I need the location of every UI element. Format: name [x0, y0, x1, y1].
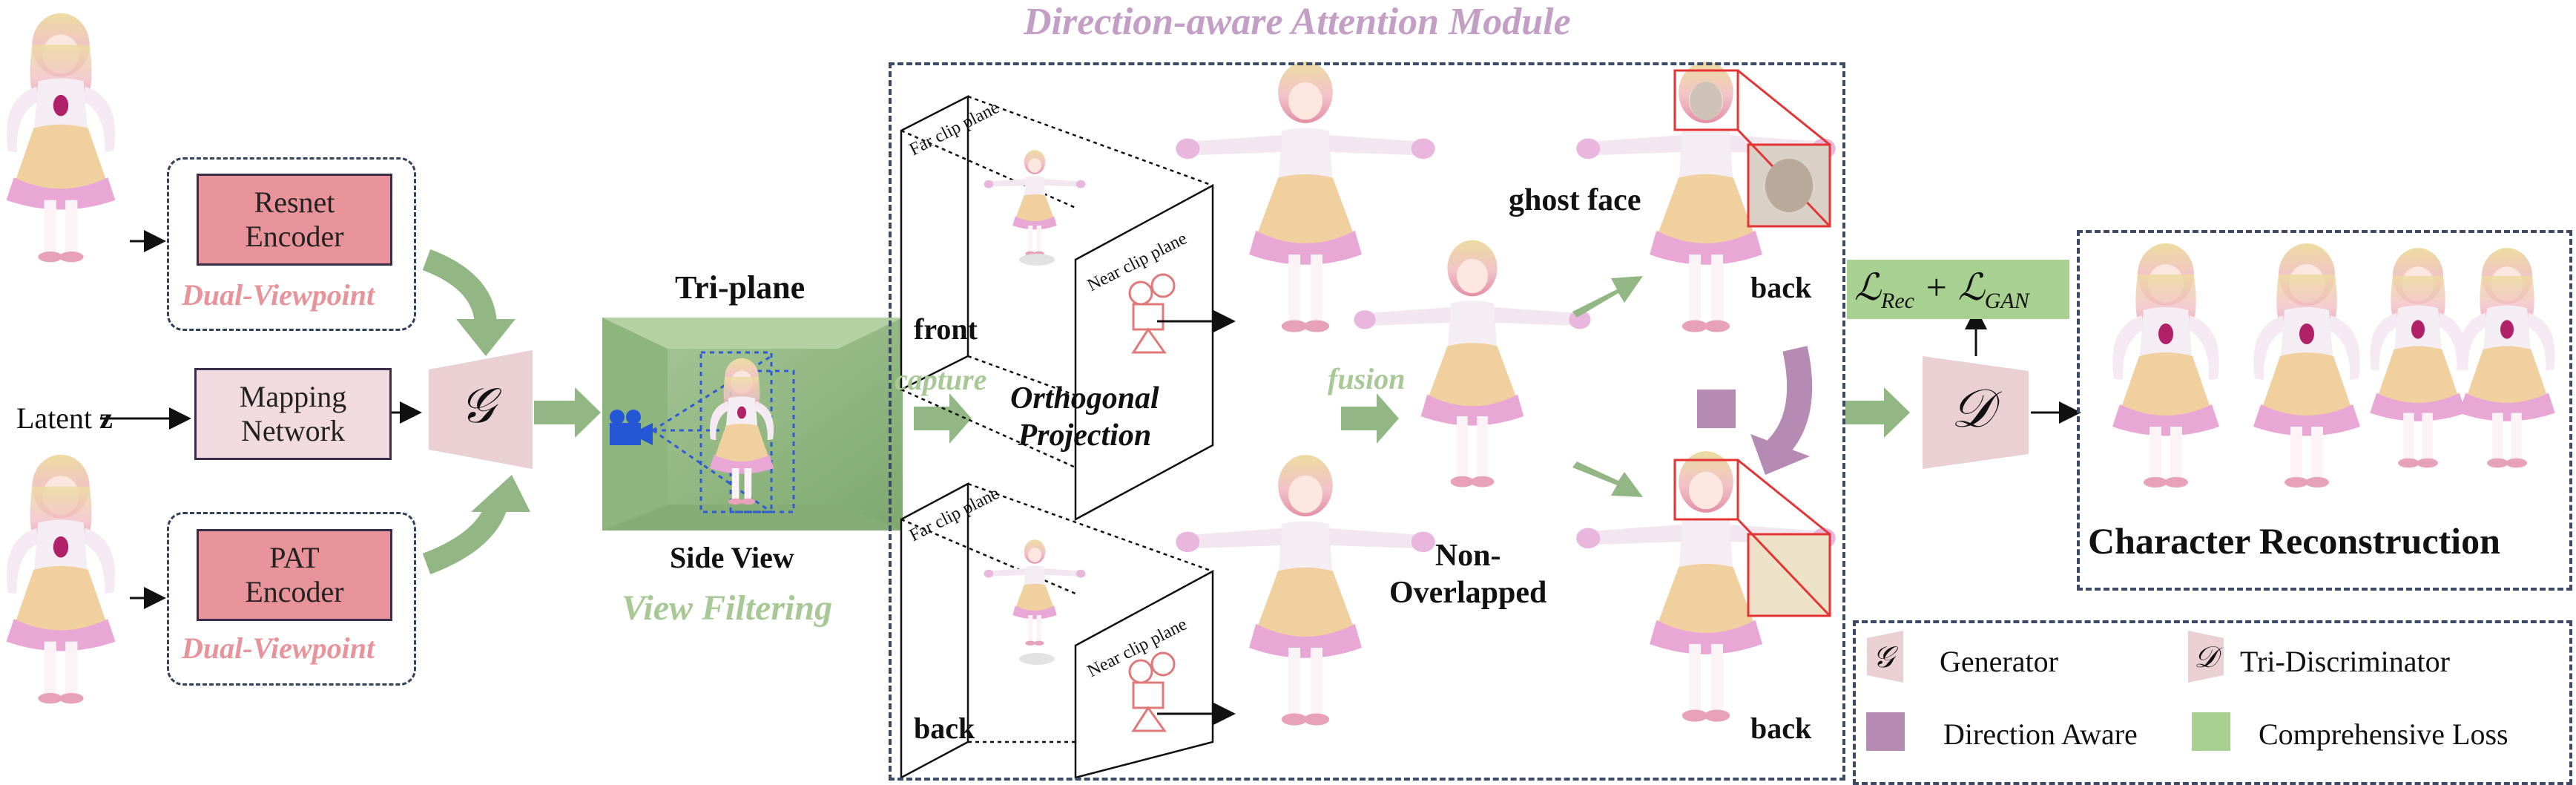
back-label-projection: back [914, 712, 975, 745]
arrow-to-ghost [1572, 276, 1643, 318]
generator-shape [429, 350, 533, 469]
arrow-to-back [1572, 462, 1643, 497]
loss-label: ℒRec + ℒGAN [1854, 266, 2029, 313]
back-zoom [1673, 459, 1831, 617]
arrow-fusion [1341, 393, 1399, 444]
arrow-to-d [1845, 387, 1910, 438]
side-view-label: Side View [670, 541, 794, 574]
legend-loss-swatch [2192, 712, 2230, 751]
front-label: front [914, 312, 978, 346]
resnet-encoder: Resnet Encoder [197, 174, 392, 266]
triplane-title: Tri-plane [675, 269, 806, 306]
back-label-bottom: back [1750, 712, 1812, 745]
loss-box [1847, 260, 2069, 319]
legend-discriminator-shape [2188, 631, 2224, 683]
legend-generator-shape [1867, 631, 1903, 683]
legend-discriminator-label: Tri-Discriminator [2240, 645, 2450, 678]
latent-label: Latent z [16, 401, 113, 435]
input-character-back [6, 454, 116, 704]
generator-symbol: 𝒢 [460, 379, 495, 433]
arrow-g-triplane [534, 387, 601, 438]
camera-icon [610, 410, 653, 445]
discriminator-shape [1923, 356, 2029, 469]
legend-generator-label: Generator [1940, 645, 2058, 678]
direction-arrow [1767, 346, 1813, 459]
resnet-encoder-group [167, 157, 416, 331]
pat-encoder-group [167, 512, 416, 686]
discriminator-symbol: 𝒟 [1951, 379, 1994, 439]
view-filtering-label: View Filtering [622, 588, 833, 628]
legend-loss-label: Comprehensive Loss [2259, 717, 2509, 751]
projection-box-bottom [900, 482, 1214, 780]
legend-direction-swatch [1866, 712, 1905, 751]
fusion-label: fusion [1328, 362, 1406, 395]
back-label-top: back [1750, 271, 1812, 304]
orthogonal-projection-label: Orthogonal Projection [1010, 381, 1159, 453]
dual-viewpoint-label-bottom: Dual-Viewpoint [182, 631, 375, 665]
arrow-capture [914, 393, 972, 444]
direction-square [1697, 390, 1736, 428]
reconstruction-frame [2077, 230, 2572, 591]
attention-module-frame [889, 62, 1845, 781]
legend-generator-symbol: 𝒢 [1873, 640, 1894, 674]
input-character-front [6, 13, 116, 263]
green-curve-top [422, 249, 497, 327]
dual-viewpoint-label-top: Dual-Viewpoint [182, 278, 375, 312]
green-curve-bottom [422, 501, 508, 575]
reconstruction-title: Character Reconstruction [2088, 520, 2500, 562]
module-title: Direction-aware Attention Module [1024, 1, 1571, 43]
legend-discriminator-symbol: 𝒟 [2194, 640, 2218, 674]
legend-direction-label: Direction Aware [1943, 717, 2138, 751]
non-overlapped-label: Non- Overlapped [1389, 539, 1547, 611]
mapping-network: Mapping Network [194, 368, 392, 460]
ghost-face-label: ghost face [1509, 183, 1641, 217]
capture-label: capture [895, 363, 987, 396]
pat-encoder: PAT Encoder [197, 529, 392, 621]
